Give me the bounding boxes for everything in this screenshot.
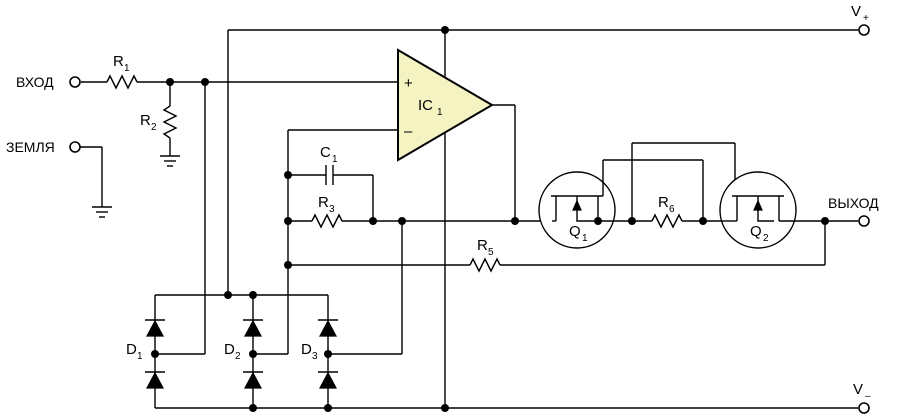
feedback-network <box>284 129 826 355</box>
r5-subscript: 5 <box>488 247 494 258</box>
ic1-subscript: 1 <box>437 107 443 118</box>
gate-wiring <box>603 142 736 229</box>
input-label: ВХОД <box>16 74 54 90</box>
q1-subscript: 1 <box>582 233 588 244</box>
opamp-plus-sign: + <box>404 75 413 92</box>
c1-subscript: 1 <box>332 154 338 165</box>
r6-label: R <box>658 194 669 211</box>
ground-terminal <box>69 141 81 153</box>
opamp-minus-sign: – <box>404 123 413 140</box>
input-terminal <box>69 76 81 88</box>
vminus-label: V <box>853 381 863 398</box>
output-label: ВЫХОД <box>828 195 879 211</box>
input-network <box>80 74 398 355</box>
d1-subscript: 1 <box>137 351 143 362</box>
vplus-label: V <box>851 3 861 20</box>
r2-label: R <box>140 112 151 129</box>
mosfet-q1: Q 1 <box>538 160 632 249</box>
r3-subscript: 3 <box>329 204 335 215</box>
vminus-rail <box>155 404 858 412</box>
d2-subscript: 2 <box>235 351 241 362</box>
vminus-terminal <box>858 402 870 414</box>
q1-label: Q <box>569 223 581 240</box>
r1-subscript: 1 <box>124 63 130 74</box>
c1-label: C <box>320 144 331 161</box>
r3-label: R <box>318 194 329 211</box>
d3-subscript: 3 <box>312 351 318 362</box>
ground-label: ЗЕМЛЯ <box>6 139 55 155</box>
r1-label: R <box>113 53 124 70</box>
mosfet-q2: Q 2 <box>719 171 858 249</box>
r2-subscript: 2 <box>151 122 157 133</box>
opamp-ic1: + – IC 1 <box>397 48 494 162</box>
vplus-subscript: + <box>863 13 869 24</box>
vminus-subscript: – <box>865 391 871 402</box>
q2-subscript: 2 <box>763 233 769 244</box>
q2-label: Q <box>750 223 762 240</box>
diode-network <box>145 291 338 412</box>
r5-label: R <box>477 237 488 254</box>
d3-label: D <box>301 341 312 358</box>
ic1-label: IC <box>418 97 433 114</box>
d2-label: D <box>224 341 235 358</box>
vplus-terminal <box>858 24 870 36</box>
r6-subscript: 6 <box>669 204 675 215</box>
output-terminal <box>858 215 870 227</box>
d1-label: D <box>126 341 137 358</box>
